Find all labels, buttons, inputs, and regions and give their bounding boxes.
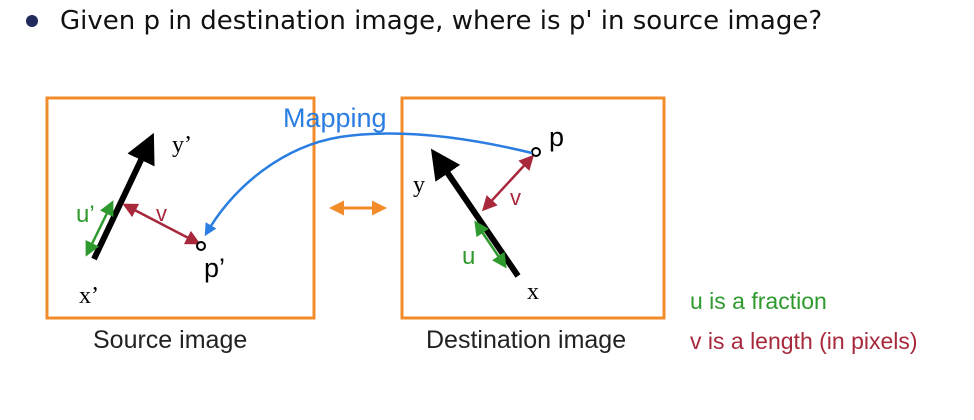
u-arrow	[474, 220, 507, 269]
mapping-label: Mapping	[283, 103, 387, 133]
v-destination-arrow	[481, 154, 535, 212]
mapping-curve	[204, 132, 533, 237]
x-label: x	[527, 279, 539, 305]
p-point	[531, 147, 541, 157]
p-label: p	[549, 122, 564, 152]
bullet-row: Given p in destination image, where is p…	[26, 6, 822, 36]
y-prime-label: y’	[172, 132, 192, 158]
v-note: v is a length (in pixels)	[690, 328, 918, 354]
v-source-label: v	[156, 201, 167, 226]
destination-image-box	[400, 96, 666, 320]
v-destination-label: v	[510, 185, 521, 210]
bullet-icon	[26, 15, 38, 27]
destination-axis-arrow	[430, 148, 521, 278]
p-prime-point	[196, 241, 206, 251]
source-axis-arrow	[91, 132, 155, 261]
u-note: u is a fraction	[690, 288, 827, 314]
u-label: u	[462, 243, 475, 270]
p-prime-label: p’	[204, 253, 225, 283]
source-image-box	[45, 96, 316, 320]
x-prime-label: x’	[79, 283, 99, 309]
y-label: y	[413, 172, 425, 198]
u-prime-label: u’	[76, 201, 95, 228]
heading-text: Given p in destination image, where is p…	[60, 6, 823, 36]
source-image-caption: Source image	[93, 326, 248, 354]
v-source-arrow	[122, 203, 201, 245]
u-prime-arrow	[85, 200, 114, 257]
destination-image-caption: Destination image	[426, 326, 627, 354]
